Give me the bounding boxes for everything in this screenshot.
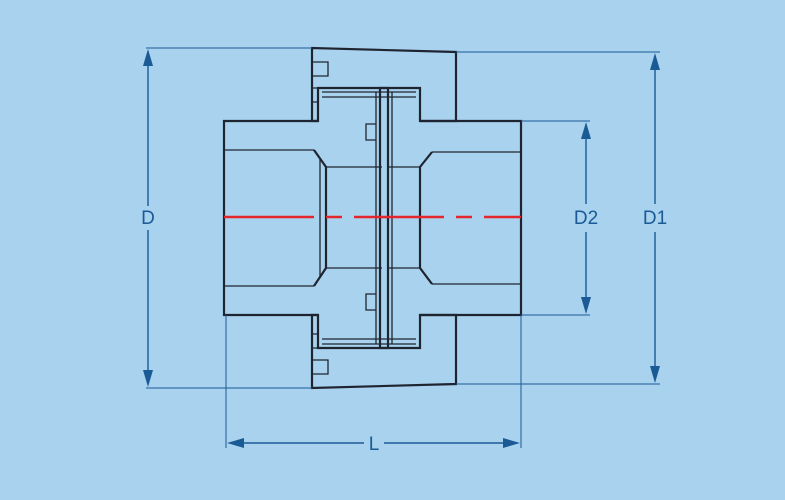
nut-top-thread [322, 91, 416, 98]
nut-bottom-thread [322, 338, 416, 345]
dimension-l: L [225, 315, 522, 455]
d2-label: D2 [574, 208, 598, 229]
nut-bottom-step [312, 333, 319, 349]
dimension-d2: D2 [521, 120, 598, 316]
union-nut-top [310, 46, 458, 123]
top-lug-left [365, 123, 376, 141]
d-arrow-top [143, 49, 153, 66]
l-label: L [369, 434, 380, 455]
nut-bottom-slot [312, 359, 329, 375]
union-nut-bottom [310, 313, 458, 390]
union-fitting [222, 46, 523, 390]
d1-arrow-top [650, 53, 660, 70]
bottom-lug-left [365, 293, 376, 311]
dimension-d: D [141, 47, 312, 389]
d1-label: D1 [643, 208, 667, 229]
d2-arrow-top [581, 122, 591, 139]
d-label: D [141, 208, 155, 229]
nut-top-slot [312, 61, 329, 77]
d-arrow-bottom [143, 370, 153, 387]
d2-arrow-bottom [581, 297, 591, 314]
d1-arrow-bottom [650, 366, 660, 383]
dimension-d1: D1 [456, 51, 667, 385]
nut-top-step [312, 87, 319, 103]
l-arrow-left [227, 438, 244, 448]
l-arrow-right [503, 438, 520, 448]
